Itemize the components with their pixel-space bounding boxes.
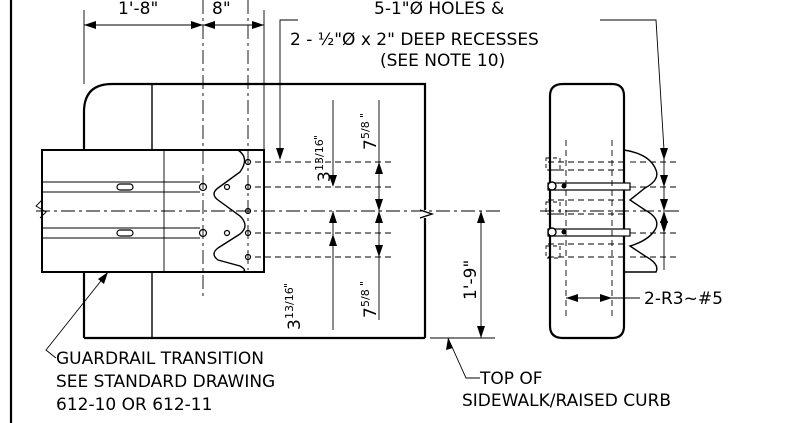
side-hidden-box-2 [545,201,561,215]
rebar-leader-arrow-left [566,294,578,302]
curb-leader-arrow [446,338,453,350]
dim-upper-offset-whole: 3 [315,171,335,182]
side-hidden-box-1 [545,157,561,171]
arrow-height-bot [477,326,485,338]
side-nut-lower [547,227,557,237]
side-arrow-3 [660,211,668,223]
curb-leader [447,337,480,379]
arrow-dim-top-mid-r [203,21,215,29]
rebar-leader-arrow-right [600,294,612,302]
plan-view: 1'-8" 8" 5-1"Ø HOLES & 2 - ½"Ø x 2" DEEP… [35,0,671,415]
guardrail-note-line1: GUARDRAIL TRANSITION [56,349,264,369]
dim-upper-spacing-whole: 7 [361,139,381,150]
arrow-lower-spacing-bot [375,245,383,257]
arrow-upper-spacing-top [375,162,383,174]
dim-height: 1'-9" [461,260,481,300]
dim-lower-spacing-whole: 7 [361,307,381,318]
side-block-outline [548,82,626,340]
arrow-dim-top-mid-l [191,21,203,29]
side-arrow-4 [660,221,668,233]
side-view: 2-R3~#5 [540,82,723,340]
side-bolt-upper [547,182,631,191]
holes-leader-right [600,19,665,151]
holes-note-line3: (SEE NOTE 10) [380,51,505,71]
dim-width-1: 1'-8" [118,0,158,19]
arrow-upper-offset [329,175,337,187]
holes-note-line1: 5-1"Ø HOLES & [374,0,504,19]
curb-note-line2: SIDEWALK/RAISED CURB [462,391,671,411]
arrow-upper-offset-2 [329,211,337,223]
arrow-height-top [477,211,485,223]
dim-upper-spacing-frac: 5/8 [359,121,372,139]
dim-lower-offset-whole: 3 [285,319,305,330]
curb-note-line1: TOP OF [479,369,543,389]
guardrail-note-line2: SEE STANDARD DRAWING [56,372,275,392]
arrow-lower-spacing-top [375,211,383,223]
dim-upper-spacing-unit: " [358,113,371,118]
side-arrow-1 [660,175,668,187]
rail-slot-lower [116,229,134,237]
rail-break-left [35,199,47,219]
guardrail-leader [45,271,109,359]
dim-lower-offset-frac: 13/16 [283,287,296,319]
arrow-lower-offset [329,234,337,246]
dim-lower-spacing-unit: " [358,281,371,286]
guardrail-note-line3: 612-10 OR 612-11 [56,395,212,415]
arrow-dim-top-left [84,21,96,29]
rebar-callout: 2-R3~#5 [644,289,723,309]
side-arrow-2 [660,199,668,211]
holes-note-line2: 2 - ½"Ø x 2" DEEP RECESSES [290,30,539,50]
side-rail-profile [623,149,658,273]
holes-leader-left [279,19,298,150]
side-washer-lower [561,229,567,235]
dim-width-2: 8" [212,0,231,19]
holes-leader-left-arrow [276,148,284,160]
side-hidden-box-3 [545,245,561,259]
bolt-hole-2 [223,183,231,191]
arrow-dim-top-right [252,21,264,29]
side-washer-upper [561,183,567,189]
bolt-hole-4 [223,229,231,237]
dim-lower-offset-unit: " [282,283,295,288]
side-nut-upper [547,181,557,191]
arrow-upper-spacing-bot [375,199,383,211]
dim-upper-offset-frac: 13/16 [313,139,326,171]
rail-end-corrugation [200,149,246,273]
side-bolt-lower [547,228,631,237]
dim-lower-spacing-frac: 5/8 [359,289,372,307]
rail-slot-upper [116,183,134,191]
guardrail-leader-arrow [98,272,108,284]
dim-upper-offset-unit: " [312,135,325,140]
end-block-outline [82,82,427,210]
